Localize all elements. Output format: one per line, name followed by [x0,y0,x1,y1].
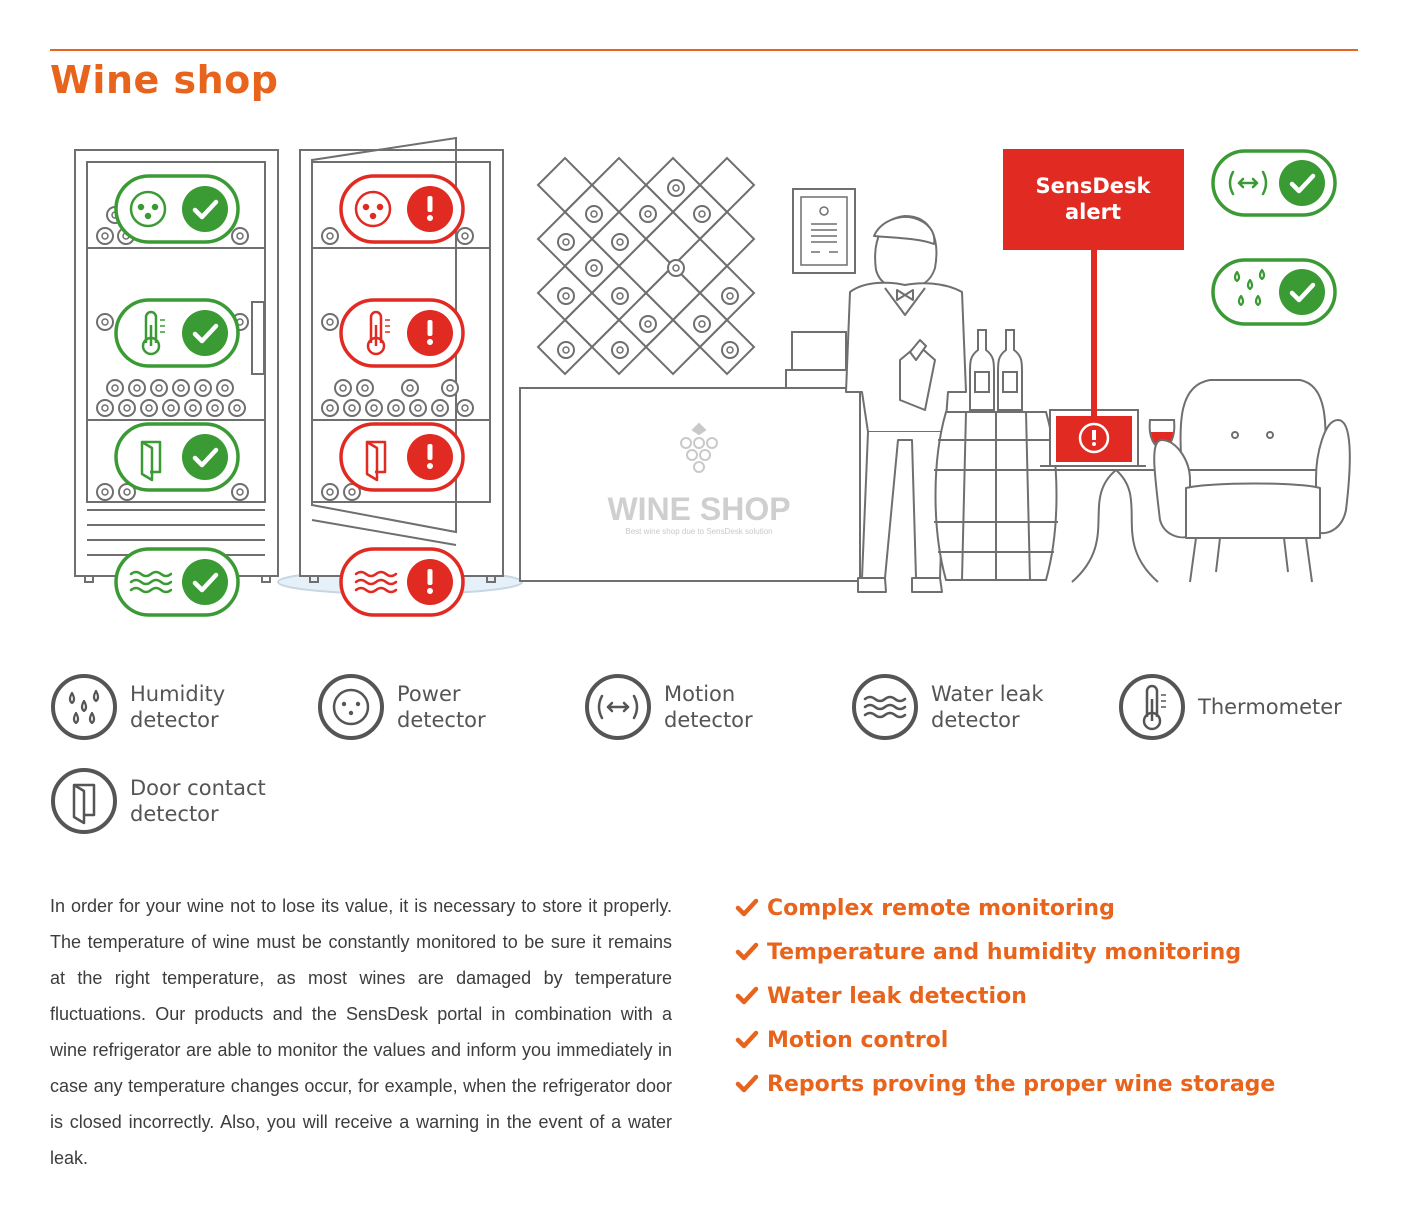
humidity-icon [1233,268,1266,307]
wine-shop-illustration: WINE SHOP Best wine shop due to SensDesk… [74,136,1351,617]
feature-text: Motion control [767,1027,949,1053]
legend-power: Power detector [317,673,486,741]
legend-label: Power detector [397,682,486,732]
legend-humidity: Humidity detector [50,673,225,741]
thermometer-icon [141,310,165,356]
thermometer-icon [366,310,390,356]
legend-label: Motion detector [664,682,753,732]
feature-text: Complex remote monitoring [767,895,1115,921]
legend-door-contact: Door contact detector [50,767,266,835]
legend-thermometer: Thermometer [1118,673,1342,741]
feature-text: Reports proving the proper wine storage [767,1071,1276,1097]
legend-label: Water leak detector [931,682,1044,732]
header-rule [50,49,1358,51]
checkmark-icon [735,986,759,1005]
power-icon [354,190,392,228]
feature-item: Water leak detection [735,974,1275,1018]
status-badge-water-leak-ok [114,547,240,617]
motion-icon [1228,170,1268,196]
grape-logo-icon [680,422,718,473]
status-badge-temperature-ok [114,298,240,368]
feature-item: Complex remote monitoring [735,886,1275,930]
description-paragraph: In order for your wine not to lose its v… [50,896,672,1168]
feature-list: Complex remote monitoring Temperature an… [735,886,1275,1106]
thermometer-icon [1119,674,1185,740]
status-badge-motion-ok [1211,149,1337,217]
power-icon [129,190,167,228]
door-contact-icon [365,440,387,482]
certificate-frame [792,188,856,274]
laptop [1040,409,1146,467]
page-title: Wine shop [50,58,279,102]
cash-register [785,331,857,389]
armchair [1153,379,1351,583]
feature-text: Temperature and humidity monitoring [767,939,1242,965]
status-badge-temperature-alert [339,298,465,368]
status-badge-door-alert [339,422,465,492]
svg-text:SensDesk: SensDesk [1036,174,1152,198]
shop-counter: WINE SHOP Best wine shop due to SensDesk… [519,387,861,582]
checkmark-icon [735,1074,759,1093]
wine-barrel [934,411,1058,581]
water-leak-icon [129,570,173,594]
door-contact-icon [51,768,117,834]
door-contact-icon [140,440,162,482]
legend-label: Door contact detector [130,776,266,826]
water-leak-icon [354,570,398,594]
water-leak-icon [852,674,918,740]
feature-item: Motion control [735,1018,1275,1062]
sensdesk-alert-sign: SensDesk alert [1003,149,1184,416]
status-badge-humidity-ok [1211,258,1337,326]
shop-tagline: Best wine shop due to SensDesk solution [625,527,772,536]
status-badge-power-alert [339,174,465,244]
checkmark-icon [735,942,759,961]
status-badge-power-ok [114,174,240,244]
wine-rack [536,156,756,376]
checkmark-icon [735,898,759,917]
feature-item: Temperature and humidity monitoring [735,930,1275,974]
svg-text:alert: alert [1065,200,1121,224]
legend-water-leak: Water leak detector [851,673,1044,741]
bottles-on-barrel [969,329,1023,411]
power-icon [318,674,384,740]
status-badge-water-leak-alert [339,547,465,617]
feature-text: Water leak detection [767,983,1027,1009]
checkmark-icon [735,1030,759,1049]
legend-motion: Motion detector [584,673,753,741]
sommelier-figure [845,215,967,593]
feature-item: Reports proving the proper wine storage [735,1062,1275,1106]
motion-icon [585,674,651,740]
humidity-icon [51,674,117,740]
legend-label: Thermometer [1198,695,1342,719]
shop-name: WINE SHOP [607,491,790,527]
legend-label: Humidity detector [130,682,226,732]
status-badge-door-ok [114,422,240,492]
